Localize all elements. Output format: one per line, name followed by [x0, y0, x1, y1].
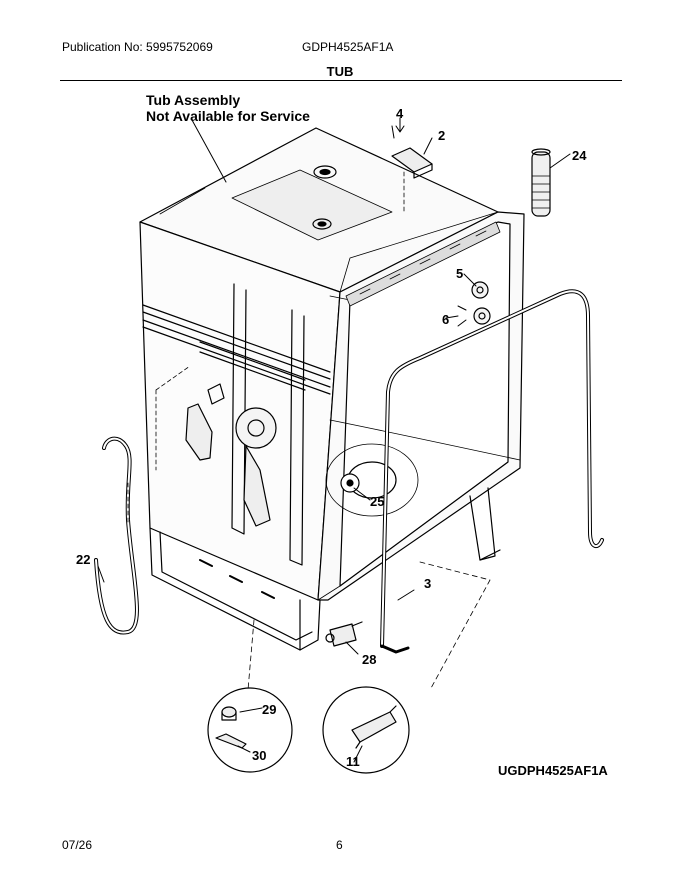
- fittings-part-5-6: [457, 281, 491, 327]
- detail-circle-29-30: [207, 687, 293, 773]
- header-rule: [60, 80, 622, 81]
- detail-circle-11: [322, 686, 410, 774]
- footer-date: 07/26: [62, 838, 93, 852]
- leader-lines: [97, 119, 571, 763]
- callout-11: 11: [346, 754, 360, 769]
- callout-24: 24: [572, 148, 587, 163]
- callout-4: 4: [396, 106, 404, 121]
- page-number: 6: [336, 838, 343, 852]
- diagram-code: UGDPH4525AF1A: [498, 763, 608, 778]
- switch-part-28: [325, 621, 363, 647]
- fill-hose-part-24: [531, 148, 551, 217]
- callout-22: 22: [76, 552, 91, 567]
- model-number: GDPH4525AF1A: [302, 40, 394, 54]
- callout-25: 25: [370, 494, 385, 509]
- callout-3: 3: [424, 576, 432, 591]
- callout-2: 2: [438, 128, 446, 143]
- hose-part-22: [94, 436, 139, 635]
- reference-lines: [247, 561, 491, 691]
- tub-body: [139, 127, 525, 601]
- page-title: TUB: [326, 64, 354, 79]
- publication-number: Publication No: 5995752069: [62, 40, 213, 54]
- bracket-part-2: [391, 117, 433, 213]
- note-line-2: Not Available for Service: [146, 108, 310, 124]
- callout-5: 5: [456, 266, 464, 281]
- door-gasket-part-3: [380, 289, 604, 654]
- tub-base-frame: [149, 487, 501, 651]
- callout-30: 30: [252, 748, 267, 763]
- side-components: [155, 365, 277, 527]
- note-line-1: Tub Assembly: [146, 92, 241, 108]
- callout-6: 6: [442, 312, 450, 327]
- callout-28: 28: [362, 652, 377, 667]
- callout-29: 29: [262, 702, 277, 717]
